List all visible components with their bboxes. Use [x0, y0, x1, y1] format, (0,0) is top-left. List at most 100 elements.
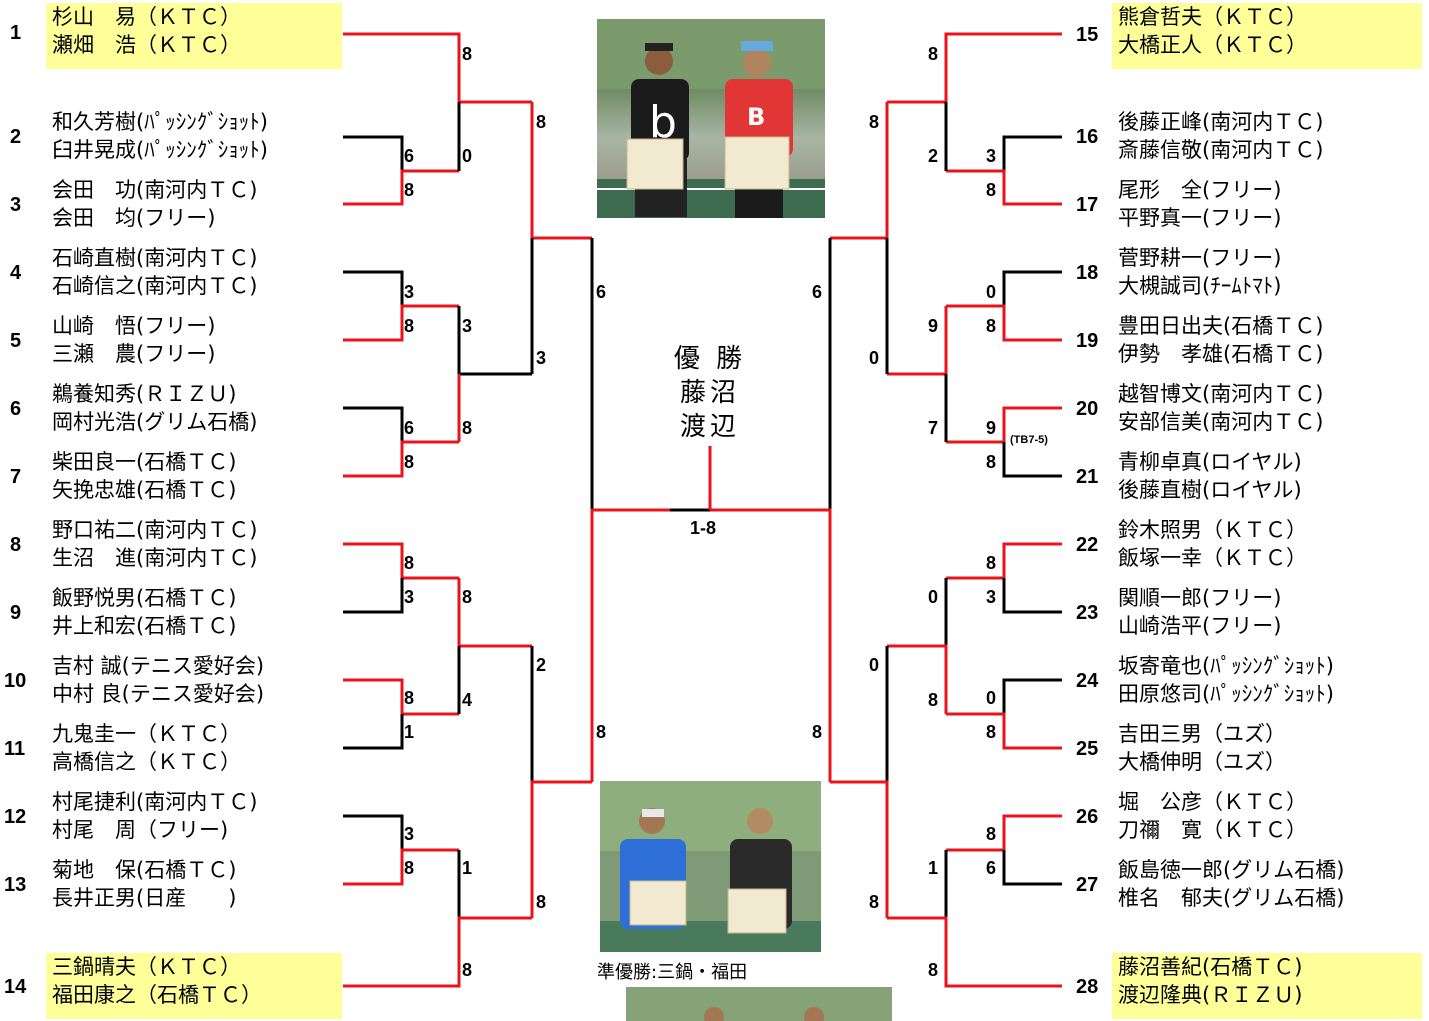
player-name: 刀禰 寛（ＫＴＣ） — [1118, 818, 1307, 842]
player-name: 熊倉哲夫（ＫＴＣ） — [1118, 5, 1307, 29]
score: 3 — [404, 824, 415, 844]
line-l-2 — [343, 135, 404, 171]
score: 8 — [986, 316, 997, 336]
line-l-1 — [343, 32, 532, 104]
seed-number: 24 — [1076, 670, 1099, 692]
player-name: 柴田良一(石橋ＴＣ) — [52, 450, 237, 474]
score: 8 — [986, 180, 997, 200]
champion-title: 優 勝 — [673, 344, 747, 374]
player-pair: 豊田日出夫(石橋ＴＣ)伊勢 孝雄(石橋ＴＣ) — [1112, 312, 1323, 368]
score: 0 — [986, 688, 997, 708]
player-pair: 会田 功(南河内ＴＣ)会田 均(フリー) — [46, 176, 257, 232]
score: 8 — [869, 112, 880, 132]
score: 6 — [404, 146, 415, 166]
seed-number: 18 — [1076, 262, 1099, 284]
player-pair: 九鬼圭一（ＫＴＣ）高橋信之（ＫＴＣ） — [46, 720, 241, 776]
player-name: 石崎直樹(南河内ＴＣ) — [52, 246, 258, 270]
champion-name: 渡辺 — [679, 412, 740, 442]
line-l-13 — [343, 848, 459, 886]
score: 8 — [536, 892, 547, 912]
player-pair: 尾形 全(フリー)平野真一(フリー) — [1112, 176, 1281, 232]
line-l-4 — [343, 270, 404, 306]
seed-number: 13 — [4, 874, 27, 896]
score: 8 — [986, 452, 997, 472]
player-name: 野口祐二(南河内ＴＣ) — [52, 518, 258, 542]
line-l-11 — [343, 714, 404, 750]
seed-number: 17 — [1076, 194, 1099, 216]
svg-text:B: B — [747, 103, 765, 131]
seed-number: 14 — [4, 976, 27, 998]
champion-photo: b B — [597, 19, 825, 218]
player-pair: 村尾捷利(南河内ＴＣ) 村尾 周（フリー) — [46, 788, 257, 844]
player-pair: 鈴木照男（ＫＴＣ）飯塚一幸（ＫＴＣ） — [1112, 516, 1307, 572]
score: 9 — [986, 418, 997, 438]
player-pair: 菊地 保(石橋ＴＣ)長井正男(日産 ) — [46, 856, 236, 912]
player-name: 大橋伸明（ユズ） — [1118, 750, 1286, 774]
score: 0 — [986, 282, 997, 302]
seed-number: 28 — [1076, 976, 1099, 998]
player-name: 椎名 郁夫(グリム石橋) — [1118, 886, 1345, 910]
score: 0 — [928, 587, 939, 607]
player-name: 安部信美(南河内ＴＣ) — [1118, 410, 1324, 434]
line-l-14 — [343, 916, 532, 988]
player-pair: 越智博文(南河内ＴＣ)安部信美(南河内ＴＣ) — [1112, 380, 1323, 436]
line-l-5 — [343, 304, 459, 342]
score: 8 — [462, 418, 473, 438]
score: 8 — [404, 553, 415, 573]
score: 8 — [928, 44, 939, 64]
player-pair: 野口祐二(南河内ＴＣ) 生沼 進(南河内ＴＣ) — [46, 516, 257, 572]
player-name: 村尾捷利(南河内ＴＣ) — [52, 790, 258, 814]
player-name: 菅野耕一(フリー) — [1118, 246, 1282, 270]
score: 3 — [404, 282, 415, 302]
player-pair: 鵜養知秀(ＲＩＺＵ)岡村光浩(グリム石橋) — [46, 380, 257, 436]
runnerup-caption: 準優勝:三鍋・福田 — [597, 962, 748, 983]
score: 9 — [928, 316, 939, 336]
final-score: 1-8 — [690, 518, 717, 538]
score: 8 — [404, 316, 415, 336]
score: 1 — [404, 722, 415, 742]
line-l-10 — [343, 678, 459, 716]
player-name: 坂寄竜也(ﾊﾟｯｼﾝｸﾞｼｮｯﾄ) — [1118, 654, 1334, 678]
score: 8 — [536, 112, 547, 132]
player-name: 飯島徳一郎(グリム石橋) — [1118, 858, 1345, 882]
player-pair: 熊倉哲夫（ＫＴＣ）大橋正人（ＫＴＣ） — [1112, 3, 1422, 69]
score: 6 — [404, 418, 415, 438]
score: 8 — [986, 722, 997, 742]
player-name: 山崎浩平(フリー) — [1118, 614, 1282, 638]
score: 6 — [596, 282, 607, 302]
player-name: 福田康之（石橋ＴＣ） — [52, 983, 262, 1007]
line-l-8 — [343, 542, 459, 580]
player-name: 三瀬 農(フリー) — [52, 342, 216, 366]
player-name: 堀 公彦（ＫＴＣ） — [1118, 790, 1307, 814]
seed-number: 23 — [1076, 602, 1099, 624]
score: 7 — [928, 418, 939, 438]
seed-number: 22 — [1076, 534, 1099, 556]
player-pair: 柴田良一(石橋ＴＣ) 矢挽忠雄(石橋ＴＣ) — [46, 448, 236, 504]
score: 3 — [404, 587, 415, 607]
player-pair: 菅野耕一(フリー)大槻誠司(ﾁｰﾑﾄﾏﾄ) — [1112, 244, 1281, 300]
seed-number: 3 — [10, 194, 22, 216]
player-pair: 和久芳樹(ﾊﾟｯｼﾝｸﾞｼｮｯﾄ)臼井晃成(ﾊﾟｯｼﾝｸﾞｼｮｯﾄ) — [46, 108, 268, 164]
score: 8 — [869, 892, 880, 912]
player-pair: 石崎直樹(南河内ＴＣ)石崎信之(南河内ＴＣ) — [46, 244, 257, 300]
score: 0 — [462, 146, 473, 166]
player-name: 村尾 周（フリー) — [52, 818, 229, 842]
seed-number: 1 — [10, 22, 22, 44]
seed-number: 9 — [10, 602, 22, 624]
seed-number: 10 — [4, 670, 27, 692]
player-pair: 杉山 易（ＫＴＣ）瀬畑 浩（ＫＴＣ） — [46, 3, 342, 69]
score: 1 — [928, 858, 939, 878]
player-name: 岡村光浩(グリム石橋) — [52, 410, 258, 434]
seed-number: 20 — [1076, 398, 1099, 420]
player-name: 瀬畑 浩（ＫＴＣ） — [52, 33, 241, 57]
player-name: 田原悠司(ﾊﾟｯｼﾝｸﾞｼｮｯﾄ) — [1118, 682, 1334, 706]
score: 0 — [869, 348, 880, 368]
player-name: 生沼 進(南河内ＴＣ) — [52, 546, 258, 570]
champion-block: 優 勝 藤沼 渡辺 — [650, 342, 770, 444]
score: 8 — [404, 180, 415, 200]
score: 3 — [986, 146, 997, 166]
seed-number: 4 — [10, 262, 22, 284]
seed-number: 11 — [4, 738, 26, 760]
player-name: 矢挽忠雄(石橋ＴＣ) — [52, 478, 237, 502]
score: 0 — [869, 655, 880, 675]
